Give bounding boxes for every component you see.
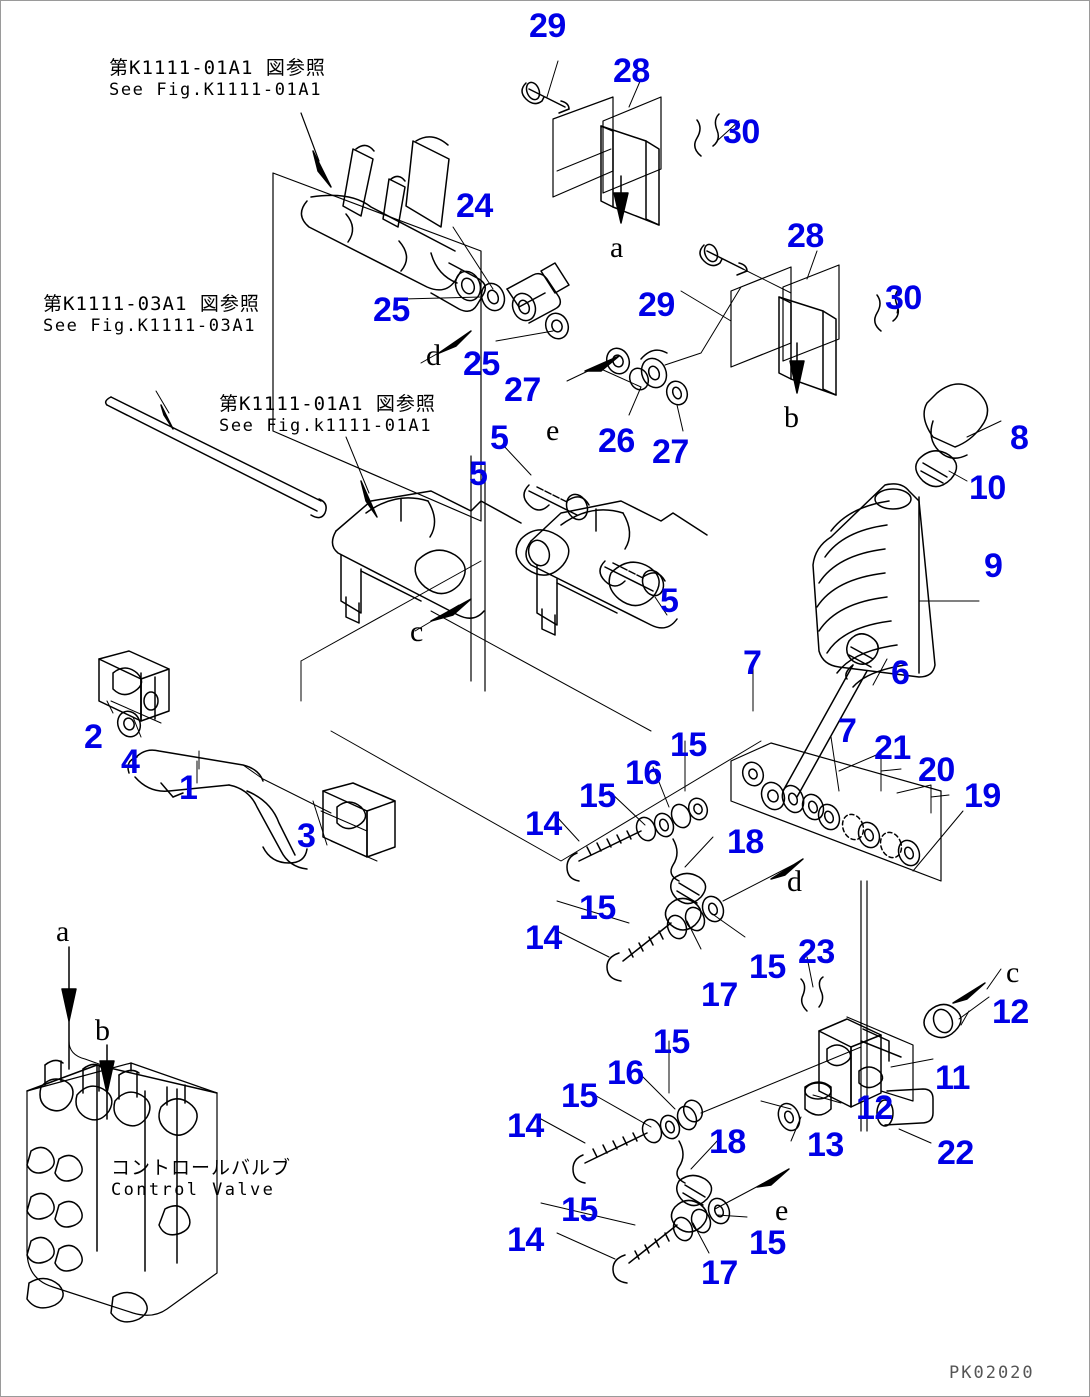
long-rod bbox=[104, 390, 327, 519]
part-callout-9: 9 bbox=[984, 547, 1003, 585]
part-callout-26: 26 bbox=[598, 422, 635, 460]
part-callout-27: 27 bbox=[652, 433, 689, 471]
part-callout-24: 24 bbox=[456, 187, 493, 225]
part-callout-28: 28 bbox=[787, 217, 824, 255]
part-callout-16: 16 bbox=[625, 754, 662, 792]
link-cluster-lower bbox=[540, 1040, 862, 1284]
part-callout-25: 25 bbox=[373, 291, 410, 329]
part-callout-18: 18 bbox=[709, 1123, 746, 1161]
joystick-assembly bbox=[782, 383, 1002, 798]
part-callout-18: 18 bbox=[727, 823, 764, 861]
note-en-text: See Fig.K1111-01A1 bbox=[109, 80, 323, 100]
part-callout-10: 10 bbox=[969, 469, 1006, 507]
part-callout-30: 30 bbox=[885, 279, 922, 317]
link-cluster-upper bbox=[556, 740, 804, 982]
section-letter-c: c bbox=[410, 615, 424, 648]
part-callout-2: 2 bbox=[84, 718, 103, 756]
part-callout-14: 14 bbox=[525, 919, 562, 957]
part-callout-8: 8 bbox=[1010, 419, 1029, 457]
clevis-assembly bbox=[760, 956, 1002, 1144]
plate-set-top bbox=[521, 60, 740, 226]
part-callout-29: 29 bbox=[638, 286, 675, 324]
part-callout-15: 15 bbox=[579, 777, 616, 815]
part-callout-17: 17 bbox=[701, 976, 738, 1014]
part-callout-15: 15 bbox=[749, 1224, 786, 1262]
part-callout-21: 21 bbox=[874, 729, 911, 767]
section-letter-e: e bbox=[775, 1194, 789, 1227]
part-callout-7: 7 bbox=[743, 644, 762, 682]
yoke-assembly bbox=[98, 650, 396, 870]
section-letter-a: a bbox=[56, 915, 70, 948]
control-valve-label: コントロールバルブ Control Valve bbox=[111, 1157, 291, 1201]
part-callout-15: 15 bbox=[749, 948, 786, 986]
upper-valve-assembly bbox=[272, 112, 486, 522]
part-callout-4: 4 bbox=[121, 743, 140, 781]
part-callout-20: 20 bbox=[918, 751, 955, 789]
part-callout-29: 29 bbox=[529, 7, 566, 45]
part-callout-15: 15 bbox=[561, 1077, 598, 1115]
part-callout-16: 16 bbox=[607, 1054, 644, 1092]
part-callout-23: 23 bbox=[798, 933, 835, 971]
section-letter-b: b bbox=[95, 1014, 110, 1047]
part-callout-14: 14 bbox=[507, 1107, 544, 1145]
part-callout-27: 27 bbox=[504, 371, 541, 409]
part-callout-5: 5 bbox=[469, 455, 488, 493]
note-jp-text: 第K1111-03A1 図参照 bbox=[43, 293, 260, 315]
section-letter-c: c bbox=[1006, 956, 1020, 989]
section-letter-d: d bbox=[787, 865, 802, 898]
control-valve-body bbox=[26, 946, 218, 1323]
part-callout-13: 13 bbox=[807, 1126, 844, 1164]
part-callout-15: 15 bbox=[653, 1023, 690, 1061]
part-callout-5: 5 bbox=[490, 419, 509, 457]
part-callout-1: 1 bbox=[179, 769, 198, 807]
plate-set-second bbox=[680, 243, 900, 396]
note-see-fig-k1111-01a1-mid: 第K1111-01A1 図参照 See Fig.k1111-01A1 bbox=[219, 393, 436, 437]
section-letter-b: b bbox=[784, 401, 799, 434]
part-callout-5: 5 bbox=[660, 582, 679, 620]
section-letter-a: a bbox=[610, 231, 624, 264]
note-jp-text: 第K1111-01A1 図参照 bbox=[109, 57, 326, 79]
part-callout-14: 14 bbox=[525, 805, 562, 843]
part-callout-25: 25 bbox=[463, 345, 500, 383]
note-en-text: See Fig.K1111-03A1 bbox=[43, 316, 257, 336]
note-en-text: See Fig.k1111-01A1 bbox=[219, 416, 433, 436]
bolts-5 bbox=[502, 444, 668, 616]
section-letter-e: e bbox=[546, 414, 560, 447]
note-see-fig-k1111-03a1: 第K1111-03A1 図参照 See Fig.K1111-03A1 bbox=[43, 293, 260, 337]
control-valve-label-jp: コントロールバルブ bbox=[111, 1157, 292, 1179]
part-callout-30: 30 bbox=[723, 113, 760, 151]
part-callout-3: 3 bbox=[297, 817, 316, 855]
joint-24-25 bbox=[402, 226, 570, 364]
part-callout-12: 12 bbox=[856, 1089, 893, 1127]
part-callout-15: 15 bbox=[561, 1191, 598, 1229]
part-callout-6: 6 bbox=[891, 654, 910, 692]
note-see-fig-k1111-01a1-top: 第K1111-01A1 図参照 See Fig.K1111-01A1 bbox=[109, 57, 326, 101]
part-callout-15: 15 bbox=[579, 889, 616, 927]
note-jp-text: 第K1111-01A1 図参照 bbox=[219, 393, 436, 415]
part-callout-12: 12 bbox=[992, 993, 1029, 1031]
part-callout-28: 28 bbox=[613, 52, 650, 90]
part-callout-7: 7 bbox=[838, 712, 857, 750]
part-callout-19: 19 bbox=[964, 777, 1001, 815]
part-callout-14: 14 bbox=[507, 1221, 544, 1259]
part-callout-17: 17 bbox=[701, 1254, 738, 1292]
center-bracket bbox=[300, 436, 762, 862]
section-letter-d: d bbox=[426, 339, 441, 372]
joint-26-27 bbox=[566, 286, 742, 432]
link-plate-right bbox=[730, 660, 964, 1132]
part-callout-11: 11 bbox=[935, 1059, 970, 1097]
part-callout-22: 22 bbox=[937, 1134, 974, 1172]
drawing-code: PK02020 bbox=[949, 1363, 1035, 1383]
part-callout-15: 15 bbox=[670, 726, 707, 764]
control-valve-label-en: Control Valve bbox=[111, 1180, 276, 1200]
